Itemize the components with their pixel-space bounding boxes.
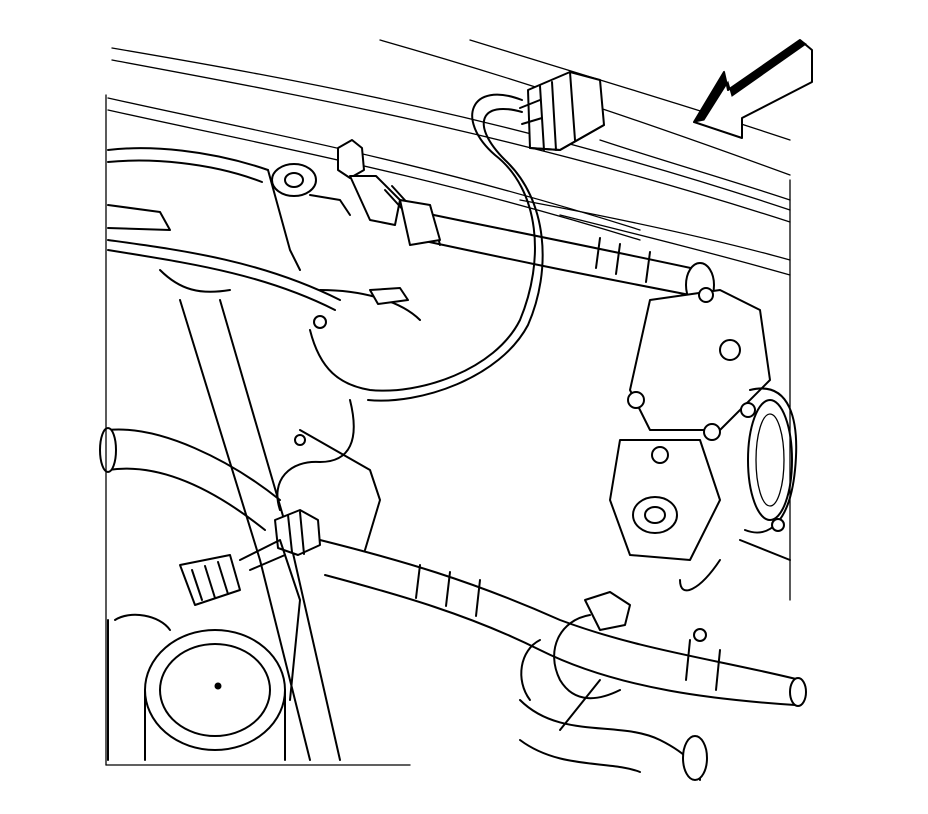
lower-left-connector <box>179 539 301 701</box>
actuator-bracket <box>609 287 771 561</box>
bolts <box>294 315 785 642</box>
left-hose <box>99 427 281 531</box>
upper-left-bracket <box>107 147 421 321</box>
frame-edges <box>105 94 791 766</box>
hose-clamp <box>520 591 631 731</box>
upper-harness <box>409 204 715 308</box>
right-round-component <box>679 387 798 592</box>
center-connector <box>274 399 355 556</box>
top-connector <box>519 71 605 151</box>
lower-harness <box>319 539 807 707</box>
sensor-wire-loop <box>309 93 544 402</box>
upper-panel-lines <box>107 39 791 276</box>
lower-right-hose <box>519 699 708 781</box>
throttle-body <box>107 613 286 761</box>
direction-arrow-icon <box>692 39 813 139</box>
oxygen-sensor <box>337 139 441 246</box>
